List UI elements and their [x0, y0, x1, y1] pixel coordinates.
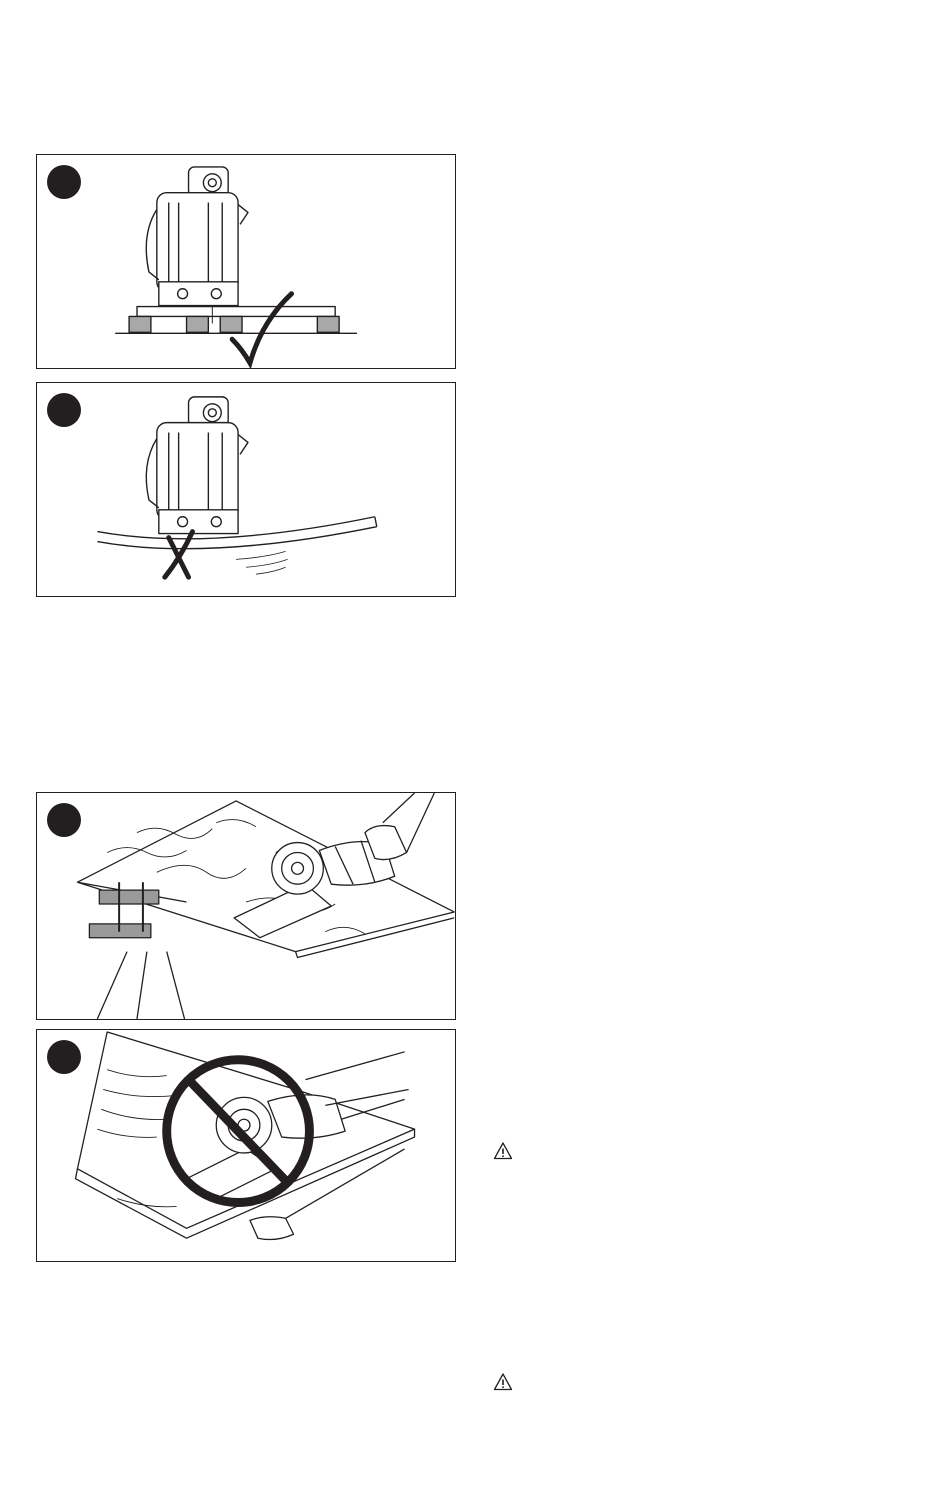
saw-cutting-handheld-board-illustration: [37, 1030, 455, 1261]
saw-side-view: [146, 167, 248, 324]
saw-side-view: [146, 397, 248, 534]
figure-supported-board: [36, 154, 456, 369]
saw-on-sagging-board-illustration: [37, 383, 455, 596]
saw-cutting-clamped-board-illustration: [37, 793, 455, 1019]
saw-on-supported-board-illustration: [37, 155, 455, 368]
figure-clamped-board: [36, 792, 456, 1020]
warning-triangle-icon: [493, 1372, 513, 1392]
figure-handheld-board: [36, 1029, 456, 1262]
figure-sagging-board: [36, 382, 456, 597]
warning-triangle-icon: [493, 1141, 513, 1161]
